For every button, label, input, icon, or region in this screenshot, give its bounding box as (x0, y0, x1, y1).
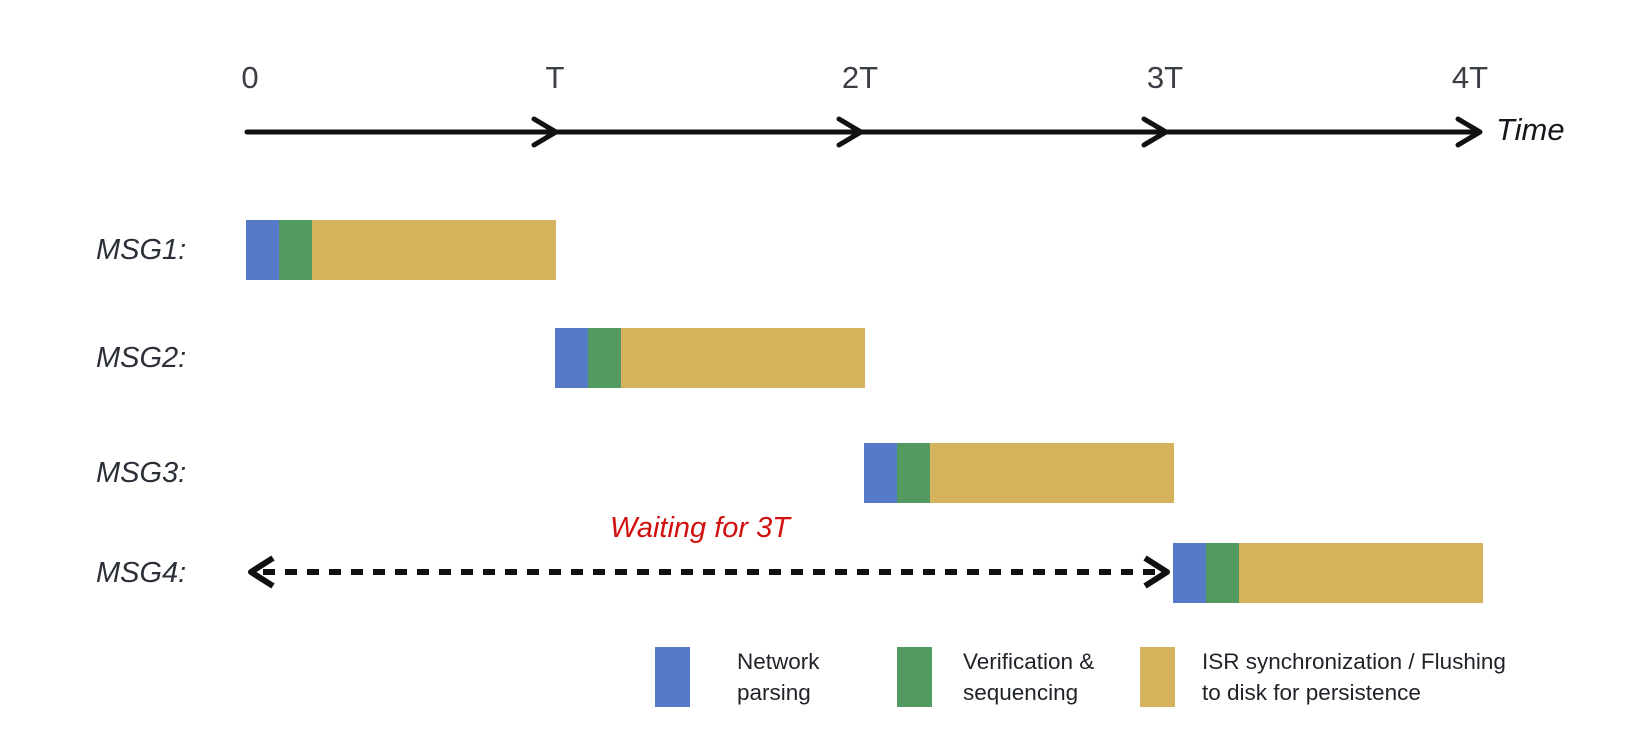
waiting-dashed-arrow (248, 555, 1170, 589)
legend-verification-label: Verification & sequencing (963, 645, 1094, 709)
axis-arrowhead-3t-icon (1141, 116, 1169, 148)
msg2-verification-segment (588, 328, 621, 388)
legend-network-parsing-line2: parsing (737, 680, 811, 705)
tick-label-t: T (545, 60, 565, 95)
msg3-bar (864, 443, 1174, 503)
msg1-isr-flush-segment (312, 220, 556, 280)
time-axis (244, 116, 1483, 148)
msg4-verification-segment (1206, 543, 1239, 603)
msg3-network-parsing-segment (864, 443, 897, 503)
tick-label-0: 0 (241, 60, 259, 95)
legend-isr-flush-line2: to disk for persistence (1202, 680, 1421, 705)
msg4-label: MSG4: (96, 557, 187, 589)
legend-verification-swatch (897, 647, 932, 707)
legend-isr-flush-line1: ISR synchronization / Flushing (1202, 649, 1506, 674)
legend-network-parsing-label: Network parsing (737, 645, 820, 709)
legend-isr-flush-label: ISR synchronization / Flushing to disk f… (1202, 645, 1506, 709)
tick-label-4t: 4T (1451, 60, 1489, 95)
legend-network-parsing-swatch (655, 647, 690, 707)
legend-isr-flush-swatch (1140, 647, 1175, 707)
msg1-label: MSG1: (96, 234, 187, 266)
axis-arrowhead-t-icon (531, 116, 559, 148)
msg3-label: MSG3: (96, 457, 187, 489)
msg4-bar (1173, 543, 1483, 603)
msg2-bar (555, 328, 865, 388)
axis-arrowhead-end-icon (1455, 116, 1483, 148)
msg4-network-parsing-segment (1173, 543, 1206, 603)
msg1-network-parsing-segment (246, 220, 279, 280)
msg2-isr-flush-segment (621, 328, 865, 388)
tick-label-3t: 3T (1146, 60, 1184, 95)
waiting-arrowhead-left-icon (248, 555, 275, 589)
legend-verification-line1: Verification & (963, 649, 1095, 674)
msg2-label: MSG2: (96, 342, 187, 374)
msg3-verification-segment (897, 443, 930, 503)
axis-arrowhead-2t-icon (836, 116, 864, 148)
msg4-isr-flush-segment (1239, 543, 1483, 603)
tick-label-2t: 2T (841, 60, 879, 95)
msg1-bar (246, 220, 556, 280)
msg3-isr-flush-segment (930, 443, 1174, 503)
waiting-arrowhead-right-icon (1143, 555, 1170, 589)
time-axis-title: Time (1496, 112, 1565, 147)
legend-verification-line2: sequencing (963, 680, 1079, 705)
waiting-annotation: Waiting for 3T (610, 512, 790, 544)
legend-network-parsing-line1: Network (737, 649, 820, 674)
msg2-network-parsing-segment (555, 328, 588, 388)
msg1-verification-segment (279, 220, 312, 280)
